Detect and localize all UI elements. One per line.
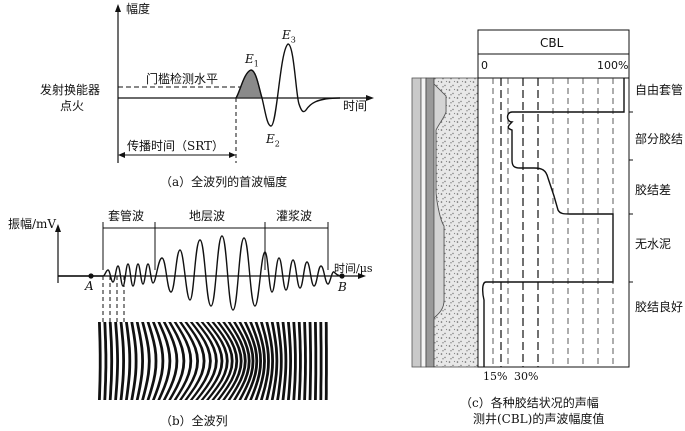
vdl-stripe [146, 322, 158, 400]
vdl-stripe [130, 322, 138, 400]
vdl-stripe [125, 322, 132, 400]
vdl-stripe [119, 322, 125, 400]
full-waveform [58, 235, 343, 311]
vdl-stripe [162, 322, 179, 400]
vdl-stripe [141, 322, 151, 400]
vdl-stripe [324, 322, 328, 400]
panel-a-x-arrow [366, 95, 374, 101]
point-a-label: A [85, 279, 94, 293]
vdl-stripe [233, 322, 251, 400]
ignition-label-line2: 点火 [60, 99, 85, 113]
peak-e1-label: E1 [245, 52, 259, 69]
vdl-stripe [308, 322, 312, 400]
panel-c-caption-line1: （c）各种胶结状况的声幅 [460, 396, 599, 410]
tick-label-15: 15% [483, 370, 508, 383]
panel-a-y-label: 幅度 [126, 2, 151, 16]
vdl-stripe [108, 322, 114, 400]
panel-b-y-label: 振幅/mV [8, 217, 57, 231]
vdl-stripe [314, 322, 318, 400]
vdl-stripe [260, 322, 270, 400]
vdl-stripe [297, 322, 302, 400]
vdl-stripe [114, 322, 119, 400]
vdl-stripe [281, 322, 288, 400]
zone-label-no-cement: 无水泥 [635, 237, 672, 251]
panel-a-time-label: 时间 [343, 99, 368, 113]
point-b-label: B [338, 280, 347, 294]
cbl-scale-min: 0 [481, 59, 488, 72]
vdl-stripe [152, 322, 165, 400]
vdl-stripe [173, 322, 193, 400]
panel-c-caption-line2: 测井(CBL)的声波幅度值 [473, 412, 605, 426]
panel-a-caption: （a）全波列的首波幅度 [160, 175, 288, 189]
zone-label-partial: 部分胶结 [635, 132, 684, 146]
vdl-stripe [292, 322, 297, 400]
vdl-stripe [276, 322, 283, 400]
vdl-stripe [168, 322, 186, 400]
peak-e3-label: E3 [282, 28, 296, 45]
vdl-stripe [270, 322, 279, 400]
panel-a-y-arrow [115, 4, 121, 12]
vdl-stripe [249, 322, 262, 400]
first-arrival-waveform [235, 43, 341, 127]
mud-gap [433, 83, 447, 319]
peak-e2-label: E2 [266, 132, 280, 149]
vdl-stripe [135, 322, 144, 400]
vdl-stripe [254, 322, 266, 400]
vdl-stripe [303, 322, 307, 400]
grout-wave-label: 灌浆波 [276, 209, 313, 223]
panel-b-caption: （b）全波列 [160, 414, 228, 428]
zone-label-poor: 胶结差 [635, 183, 672, 197]
cbl-curve [481, 78, 625, 367]
casing-wall [425, 77, 435, 368]
casing-wave-label: 套管波 [108, 209, 145, 223]
ignition-label-line1: 发射换能器 [40, 83, 101, 97]
vdl-stripe [227, 322, 247, 400]
cbl-track [477, 29, 630, 368]
panel-b-x-label: 时间/μs [334, 262, 373, 275]
vdl-stripe [243, 322, 259, 400]
vdl-stripe [287, 322, 292, 400]
threshold-label: 门槛检测水平 [146, 72, 219, 86]
srt-label: 传播时间（SRT） [127, 139, 225, 153]
vdl-stripe [265, 322, 274, 400]
zone-label-good: 胶结良好 [635, 300, 684, 314]
cbl-header: CBL [540, 36, 564, 50]
vdl-stripe [103, 322, 108, 400]
formation-wave-label: 地层波 [189, 209, 226, 223]
casing-outer [411, 77, 422, 368]
vdl-stripe [98, 322, 102, 400]
cbl-scale-max: 100% [597, 59, 629, 72]
vdl-stripe [319, 322, 323, 400]
vdl-stripe [157, 322, 172, 400]
tick-label-30: 30% [514, 370, 539, 383]
vdl-stripe [238, 322, 255, 400]
zone-label-free-casing: 自由套管 [635, 83, 684, 97]
